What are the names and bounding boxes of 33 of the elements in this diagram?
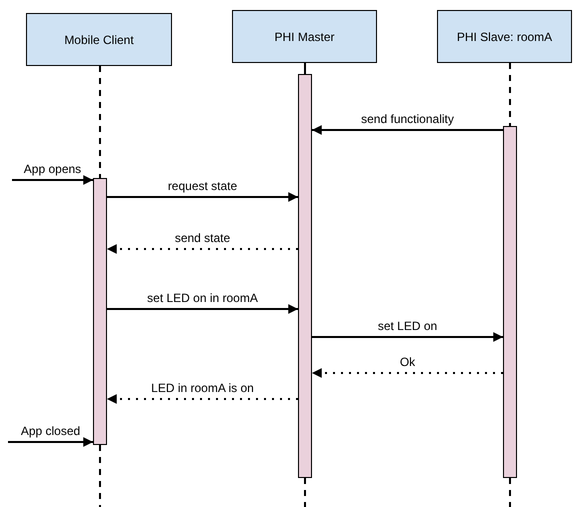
lifeline xyxy=(99,445,101,507)
participant-name: Mobile Client xyxy=(64,32,134,46)
participant-box xyxy=(232,10,377,63)
activation-bar xyxy=(93,178,107,445)
lifeline xyxy=(509,63,511,126)
lifeline xyxy=(304,478,306,507)
edge-label: send state xyxy=(174,231,230,245)
message-arrow xyxy=(106,394,298,404)
message-arrow xyxy=(312,125,503,135)
lifeline xyxy=(509,478,511,507)
message-arrow xyxy=(12,175,94,185)
lifeline xyxy=(304,63,306,74)
edge-label: set LED on xyxy=(378,319,438,333)
edge-label: send functionality xyxy=(361,112,454,126)
activation-bar xyxy=(298,74,312,478)
edge-label: Ok xyxy=(400,355,416,369)
message-arrow xyxy=(8,437,94,447)
message-arrow xyxy=(107,304,298,314)
edge-label: App closed xyxy=(20,424,80,438)
edge-label: App opens xyxy=(24,162,82,176)
activation-bar xyxy=(503,126,517,478)
edge-label: request state xyxy=(168,179,238,193)
edge-label: set LED on in roomA xyxy=(147,291,258,305)
participant-box xyxy=(26,13,172,66)
edge-label: LED in roomA is on xyxy=(151,381,254,395)
lifeline xyxy=(99,66,101,178)
participant-name: PHI Slave: roomA xyxy=(456,30,552,44)
message-arrow xyxy=(107,192,298,202)
participant-box xyxy=(437,10,572,63)
participant-name: PHI Master xyxy=(274,30,334,44)
message-arrow xyxy=(312,368,503,378)
message-arrow xyxy=(106,244,298,254)
message-arrow xyxy=(312,332,504,342)
